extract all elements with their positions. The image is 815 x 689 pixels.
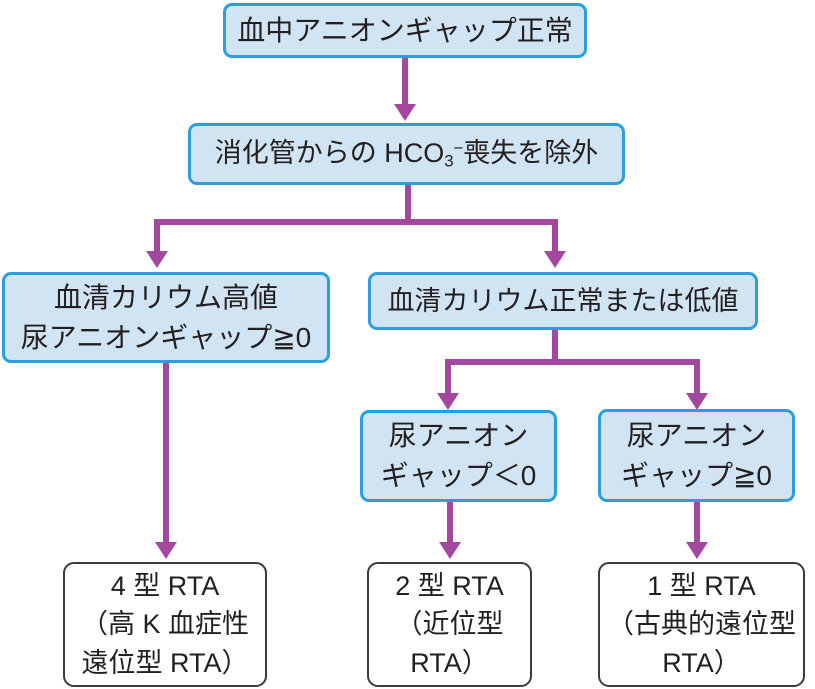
result-label-line2: （古典的遠位型 — [607, 609, 796, 640]
node-label-line2: 尿アニオンギャップ≧0 — [20, 321, 312, 353]
connector-highk-to-rta4-arrowhead-icon — [155, 542, 177, 559]
branch2-right-line — [694, 362, 700, 394]
node-label: 消化管からの HCO3−喪失を除外 — [214, 138, 599, 171]
connector-blood-ag-line — [402, 58, 408, 105]
result-label-line3: RTA） — [410, 647, 489, 678]
branch1-right-arrowhead-icon — [544, 251, 566, 268]
result-label-line3: 遠位型 RTA） — [81, 647, 249, 678]
result-label-line1: 1 型 RTA — [647, 571, 756, 601]
node-label-line1: 尿アニオン — [626, 419, 767, 451]
connector-exclude-gi-stem — [405, 185, 411, 225]
result-label-line3: RTA） — [662, 647, 741, 678]
connector-uaglt0-to-rta2-arrowhead-icon — [439, 542, 461, 559]
node-urine-ag-lt-0: 尿アニオン ギャップ＜0 — [360, 410, 557, 502]
result-label-line1: 4 型 RTA — [110, 571, 220, 601]
node-label-line1: 尿アニオン — [388, 420, 529, 452]
branch-bar-2 — [445, 359, 700, 365]
result-type2-rta: 2 型 RTA （近位型 RTA） — [367, 562, 532, 687]
node-label: 血中アニオンギャップ正常 — [237, 14, 573, 46]
node-label-line2: ギャップ＜0 — [380, 460, 537, 491]
connector-uagge0-to-rta1-arrowhead-icon — [686, 542, 708, 559]
connector-highk-to-rta4-line — [163, 363, 169, 543]
node-serum-k-high: 血清カリウム高値 尿アニオンギャップ≧0 — [2, 272, 330, 363]
result-label-line1: 2 型 RTA — [395, 571, 504, 601]
result-label-line2: （近位型 — [395, 609, 504, 640]
node-urine-ag-ge-0: 尿アニオン ギャップ≧0 — [598, 409, 795, 502]
node-serum-k-normal-low: 血清カリウム正常または低値 — [368, 272, 758, 330]
branch1-left-arrowhead-icon — [146, 251, 168, 268]
branch2-left-arrowhead-icon — [437, 393, 459, 410]
node-label: 血清カリウム正常または低値 — [387, 285, 739, 316]
node-label-line1: 血清カリウム高値 — [53, 281, 278, 313]
result-type1-rta: 1 型 RTA （古典的遠位型 RTA） — [598, 562, 805, 687]
branch1-left-line — [154, 222, 160, 252]
branch-bar-1 — [154, 219, 558, 225]
connector-uagge0-to-rta1-line — [694, 502, 700, 543]
result-label-line2: （高 K 血症性 — [80, 609, 249, 640]
connector-normallowk-stem — [552, 330, 558, 365]
result-type4-rta: 4 型 RTA （高 K 血症性 遠位型 RTA） — [63, 562, 267, 687]
branch1-right-line — [552, 222, 558, 252]
connector-uaglt0-to-rta2-line — [447, 502, 453, 543]
node-blood-anion-gap-normal: 血中アニオンギャップ正常 — [223, 3, 587, 58]
connector-blood-ag-arrowhead-icon — [394, 104, 416, 121]
node-exclude-gi-hco3-loss: 消化管からの HCO3−喪失を除外 — [188, 123, 625, 185]
branch2-left-line — [445, 362, 451, 394]
branch2-right-arrowhead-icon — [686, 393, 708, 410]
node-label-line2: ギャップ≧0 — [620, 459, 773, 491]
